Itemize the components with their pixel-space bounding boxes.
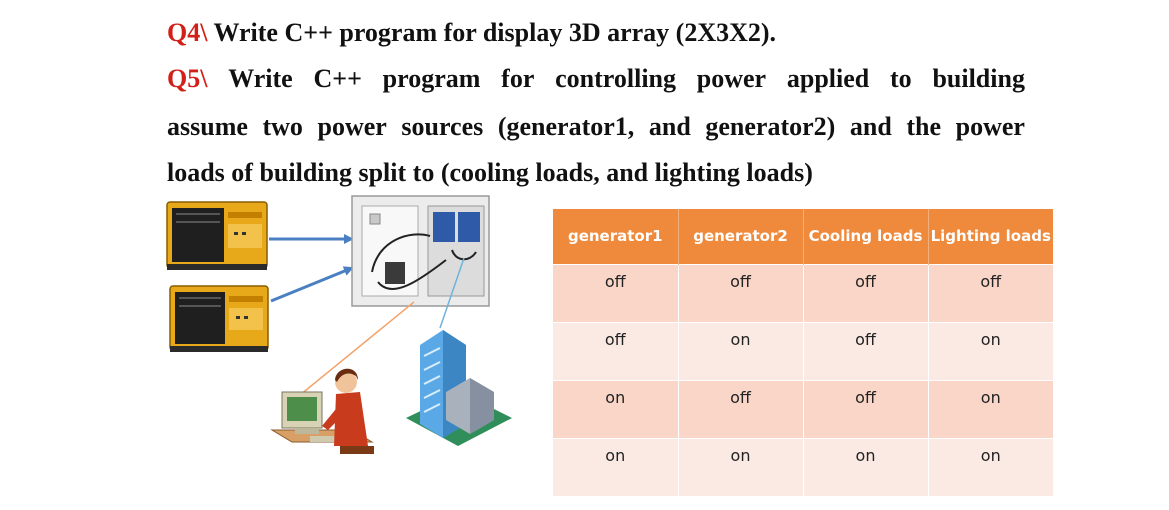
computer-operator-icon xyxy=(270,368,374,454)
table-cell: off xyxy=(928,264,1053,323)
power-loads-table: generator1 generator2 Cooling loads Ligh… xyxy=(553,209,1053,496)
cell-value: on xyxy=(855,446,876,465)
table-row: on on on on xyxy=(553,438,1053,496)
cell-value: on xyxy=(980,388,1001,407)
word: power xyxy=(696,64,767,93)
question-number: Q4\ xyxy=(167,18,208,47)
cell-value: off xyxy=(855,330,876,349)
cell-value: off xyxy=(730,272,751,291)
cell-value: off xyxy=(604,272,626,291)
table-cell: on xyxy=(928,322,1053,381)
table-cell: on xyxy=(678,438,804,496)
word: and xyxy=(849,112,892,141)
word: building xyxy=(932,64,1025,93)
table-cell: off xyxy=(803,322,929,381)
table-cell: off xyxy=(678,264,804,323)
table-cell: on xyxy=(553,438,679,496)
word: the xyxy=(906,112,942,141)
question-q4: Q4\ Write C++ program for display 3D arr… xyxy=(167,18,776,48)
cell-value: on xyxy=(980,330,1001,349)
control-panel-icon xyxy=(351,195,490,307)
table-header-row: generator1 generator2 Cooling loads Ligh… xyxy=(553,209,1053,265)
table-cell: off xyxy=(553,264,679,323)
question-q5-line1: Q5\ Write C++ program for controlling po… xyxy=(167,64,1025,94)
word: sources xyxy=(401,112,484,141)
cell-value: on xyxy=(605,388,626,407)
cell-value: on xyxy=(605,446,626,465)
word: two xyxy=(262,112,303,141)
table-row: off on off on xyxy=(553,322,1053,381)
table-cell: on xyxy=(678,322,804,381)
word: power xyxy=(317,112,387,141)
cell-value: on xyxy=(730,330,751,349)
table-cell: on xyxy=(803,438,929,496)
header-lighting-loads: Lighting loads xyxy=(928,209,1053,265)
word: and xyxy=(648,112,691,141)
table-row: off off off off xyxy=(553,264,1053,323)
table-cell: on xyxy=(928,380,1053,439)
word: program xyxy=(382,64,481,93)
header-generator2: generator2 xyxy=(678,209,804,265)
word: applied xyxy=(786,64,870,93)
question-number: Q5\ xyxy=(167,64,208,93)
table-cell: off xyxy=(678,380,804,439)
table-row: on off off on xyxy=(553,380,1053,439)
table-cell: off xyxy=(803,380,929,439)
cell-value: off xyxy=(980,272,1002,291)
header-cooling-loads: Cooling loads xyxy=(803,209,929,265)
question-text: Write C++ program for display 3D array (… xyxy=(207,18,777,47)
word: power xyxy=(955,112,1025,141)
cell-value: off xyxy=(730,388,751,407)
question-q5-line2: assume two power sources (generator1, an… xyxy=(167,112,1025,142)
cell-value: on xyxy=(730,446,751,465)
building-icon xyxy=(406,330,512,446)
question-q5-line3: loads of building split to (cooling load… xyxy=(167,158,813,187)
cell-value: on xyxy=(980,446,1001,465)
word: controlling xyxy=(555,64,676,93)
generator-icon xyxy=(169,285,269,352)
word: assume xyxy=(167,112,248,141)
word: generator2) xyxy=(705,112,836,141)
cell-value: off xyxy=(855,388,876,407)
table-cell: off xyxy=(803,264,929,323)
word: for xyxy=(501,64,535,93)
header-generator1: generator1 xyxy=(553,209,679,265)
table-cell: on xyxy=(553,380,679,439)
cell-value: off xyxy=(604,330,626,349)
word: C++ xyxy=(313,64,362,93)
word: to xyxy=(890,64,912,93)
word: (generator1, xyxy=(497,112,635,141)
table-cell: on xyxy=(928,438,1053,496)
word: Write xyxy=(228,64,293,93)
generator-icon xyxy=(166,201,268,270)
table-cell: off xyxy=(553,322,679,381)
power-system-illustration xyxy=(166,195,512,454)
cell-value: off xyxy=(855,272,876,291)
